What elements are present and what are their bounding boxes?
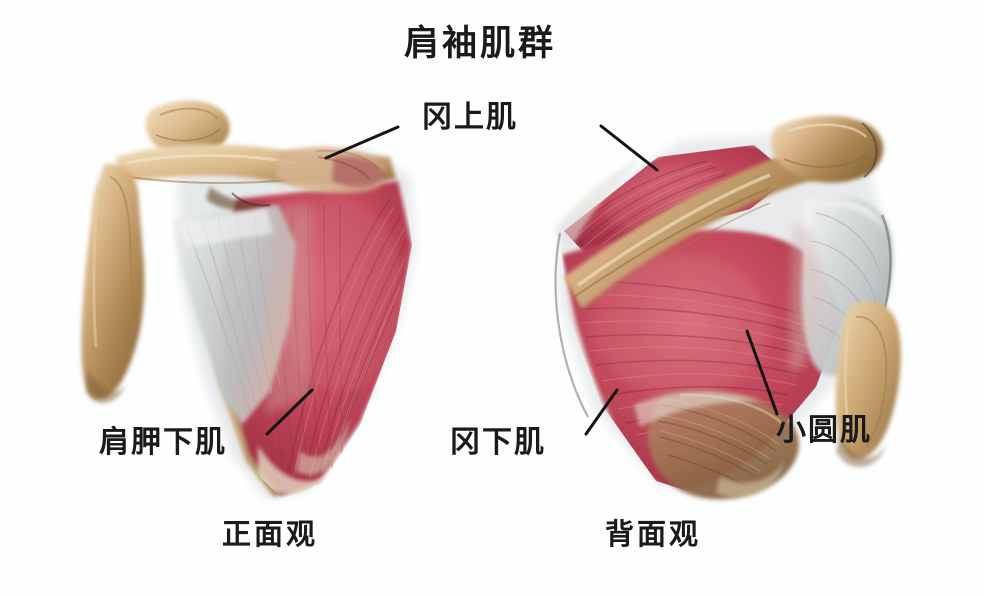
page-title: 肩袖肌群 [404,24,557,63]
infraspinatus-teres-interval [634,391,762,427]
label-subscapularis: 肩胛下肌 [99,426,227,459]
tendon-muscle-junction [790,224,821,373]
tendon-muscle-junction [266,203,312,415]
humerus-head [835,300,901,467]
supraspinatus-medial-border [556,157,642,253]
posterior-shoulder-specimen [530,105,920,505]
caption-posterior-view: 背面观 [605,519,702,551]
coracoid-process [145,100,230,157]
caption-anterior-view: 正面观 [222,519,319,551]
label-infraspinatus: 冈下肌 [450,426,546,459]
acromion [771,115,884,183]
label-teres-minor: 小圆肌 [776,414,872,447]
label-supraspinatus: 冈上肌 [422,101,518,134]
supraspinatus-muscle-anterior [332,155,388,188]
scapula-medial-border [554,232,589,418]
scapular-spine [564,145,848,309]
humerus [81,164,145,404]
